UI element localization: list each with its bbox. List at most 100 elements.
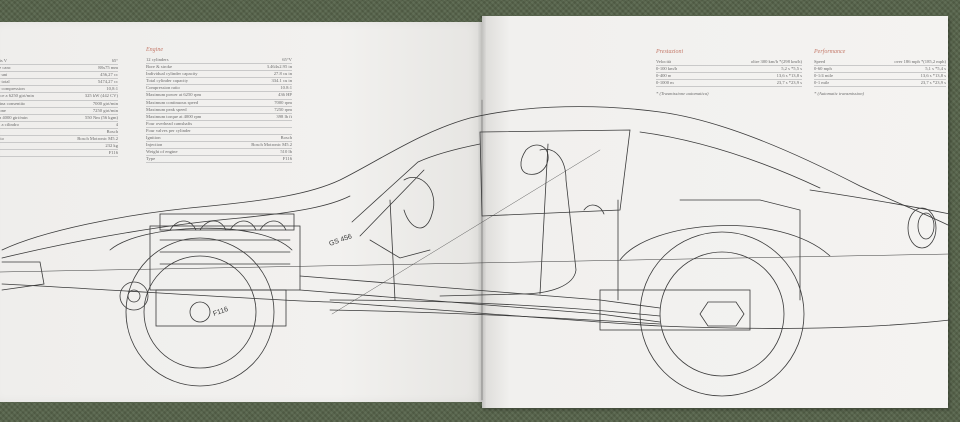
car-body-outline <box>1 106 951 251</box>
spec-heading-engine: Engine <box>146 47 163 53</box>
engine-block <box>149 225 301 291</box>
spec-value: 436 HP <box>278 92 292 98</box>
driver-seat <box>439 148 577 297</box>
spec-label: 0-100 km/h <box>656 66 678 72</box>
front-wheel-rim <box>143 255 257 369</box>
spec-label: Bore & stroke <box>146 64 173 70</box>
spec-value: Bosch <box>106 128 118 134</box>
spec-value: 5474,27 cc <box>97 79 118 85</box>
spec-label: Maximum peak speed <box>146 106 187 112</box>
spec-value: 13,6 s *13,8 s <box>776 73 802 79</box>
spec-row: Four valves per cylinder <box>146 127 292 136</box>
car-sill-line <box>329 299 661 317</box>
rear-wheel-arch <box>619 225 831 261</box>
spec-label: Weight of engine <box>146 149 178 155</box>
spec-row: Weight of engine 510 lb <box>146 149 292 157</box>
spec-value: 88x75 mm <box>98 65 118 71</box>
spec-value: 23,7 s *23,9 s <box>776 80 802 86</box>
spec-label: 0-1/4 mile <box>814 73 834 79</box>
gearbox-housing <box>599 289 751 331</box>
rear-window-line <box>639 131 821 189</box>
front-wheel-tire <box>125 237 275 387</box>
gearbox-label: GS 456 <box>328 233 353 248</box>
spec-label: 12 cylinders <box>146 57 169 62</box>
front-wheel-arch <box>109 227 293 251</box>
spec-value: 3.464x2.95 in <box>266 64 292 70</box>
spec-label: ance a 6250 giri/min <box>0 93 34 99</box>
brochure-right-page <box>482 16 948 408</box>
spec-value: 456,27 cc <box>100 72 118 78</box>
spec-table-engine: Engine 12 cylinders 65°V Bore & stroke 3.46… <box>146 47 292 164</box>
spec-label: Four valves per cylinder <box>146 127 191 133</box>
engine-pulley <box>119 281 149 311</box>
front-bumper <box>1 261 45 291</box>
spec-rows-prestazioni: Velocità oltre 300 km/h *(298 km/h) 0-100 … <box>656 59 802 88</box>
spec-label: Type <box>146 156 156 162</box>
spec-label: Individual cylinder capacity <box>146 71 198 77</box>
spec-value: 510 lb <box>280 149 292 155</box>
spec-label: ed a cilindro <box>0 121 19 127</box>
spec-label: e e canc <box>0 65 11 71</box>
spec-label: zione <box>0 107 6 113</box>
spec-label: Injection <box>146 142 163 148</box>
dimension-line-long <box>0 253 951 273</box>
spec-value: oltre 300 km/h *(298 km/h) <box>750 59 802 64</box>
spec-row: 12 cylinders 65°V <box>146 57 292 65</box>
rear-wheel-tire <box>639 231 805 397</box>
rear-wheel-rim <box>659 251 785 377</box>
spec-label: e a 4000 giri/min <box>0 114 28 120</box>
intake-runners <box>169 220 287 231</box>
spec-row: rhina consentito 7000 giri/min <box>0 101 118 108</box>
spec-value: 10.8:1 <box>280 85 292 91</box>
engine-cam-cover <box>159 213 295 231</box>
rear-subframe <box>679 199 801 301</box>
spec-rows-engine: 12 cylinders 65°V Bore & stroke 3.464x2.95 … <box>146 57 292 164</box>
spec-value: 7000 giri/min <box>92 100 118 106</box>
spec-value: 4 <box>115 121 118 127</box>
spec-label: rhina consentito <box>0 100 26 106</box>
spec-row: 0-400 m 13,6 s *13,8 s <box>656 73 802 81</box>
spec-label: Total cylinder capacity <box>146 78 189 84</box>
spec-label: Four overhead camshafts <box>146 120 193 126</box>
spec-value: F116 <box>108 150 118 156</box>
spec-label: Velocità <box>656 59 672 64</box>
spec-value: 334.1 cu in <box>271 78 292 84</box>
side-window-line <box>479 129 631 217</box>
dimension-line-diagonal <box>331 149 601 315</box>
engine-valve-marks <box>159 239 291 265</box>
spec-row: F116 <box>0 150 118 158</box>
spec-row: eBosch <box>0 128 118 137</box>
spec-row: e232 kg <box>0 143 118 151</box>
spec-row: Four overhead camshafts <box>146 121 292 128</box>
spec-row: e e canc 88x75 mm <box>0 65 118 73</box>
spec-label: ne uni <box>0 72 8 78</box>
spec-value: 7000 rpm <box>274 99 292 105</box>
rear-wheel-hub <box>699 301 745 327</box>
driver-figure <box>520 144 549 175</box>
spec-value: Bosch <box>280 135 292 141</box>
spec-heading-performance: Performance <box>814 49 846 55</box>
spec-label: ne total <box>0 79 10 85</box>
spec-label: Ignition <box>146 135 161 141</box>
spec-value: 65° <box>111 58 118 63</box>
steering-wheel <box>403 177 435 229</box>
oil-sump <box>155 289 287 327</box>
spec-label: 0-400 m <box>656 73 672 79</box>
spec-value: 65°V <box>282 57 292 62</box>
spec-row: Bore & stroke 3.464x2.95 in <box>146 64 292 72</box>
spec-row: Ignition Bosch <box>146 135 292 143</box>
spec-label: de compression <box>0 86 25 92</box>
